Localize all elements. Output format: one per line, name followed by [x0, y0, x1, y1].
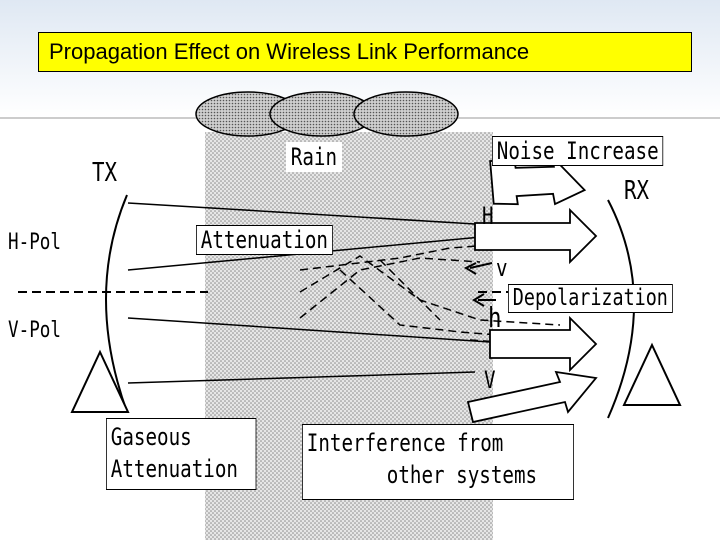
gaseous-attenuation-box: Gaseous Attenuation	[106, 418, 257, 490]
cross-dashed-d	[379, 259, 441, 321]
tx-mast	[70, 349, 130, 413]
interference-arrow	[466, 370, 598, 424]
noise-increase-label: Noise Increase	[492, 136, 664, 166]
rain-cloud-right	[353, 91, 459, 137]
h-lower-label: h	[488, 301, 502, 334]
tx-reflector	[105, 194, 128, 413]
hpol-label: H-Pol	[8, 230, 61, 255]
vpol-label: V-Pol	[8, 318, 61, 343]
depolarization-label: Depolarization	[508, 284, 673, 313]
v-ray-top	[127, 317, 491, 343]
v-pointer	[469, 262, 493, 269]
cross-dashed-c	[339, 269, 561, 341]
h-upper-label: H	[482, 202, 494, 230]
rx-label: RX	[624, 176, 650, 206]
h-received-arrow	[474, 207, 598, 265]
tx-label: TX	[92, 158, 118, 188]
noise-arrow	[489, 153, 587, 206]
cross-dashed-b	[299, 257, 481, 319]
gaseous-line1: Gaseous	[110, 423, 192, 451]
gaseous-line2: Attenuation	[110, 455, 238, 483]
v-ray-bottom	[127, 371, 476, 384]
interference-box: Interference from other systems	[302, 424, 574, 500]
rx-mast	[622, 342, 682, 406]
rain-label: Rain	[286, 142, 342, 172]
interference-line2: other systems	[386, 461, 538, 489]
v-received-arrow	[489, 315, 598, 373]
interference-line1: Interference from	[306, 429, 504, 457]
v-lower-label: V	[484, 366, 496, 394]
v-upper-label: v	[496, 254, 508, 282]
attenuation-label: Attenuation	[196, 225, 333, 255]
slide-title: Propagation Effect on Wireless Link Perf…	[38, 32, 692, 72]
h-ray-top	[127, 202, 476, 225]
